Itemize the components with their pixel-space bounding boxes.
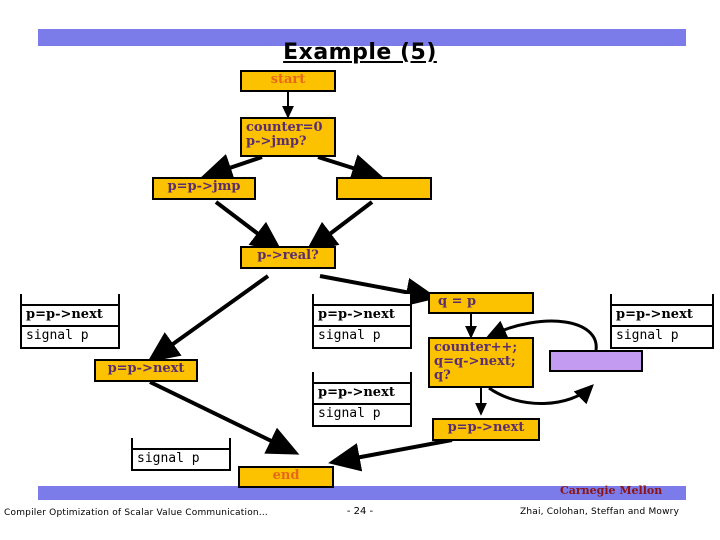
node-white-mid-1[interactable]: p=p->next signal p	[312, 294, 412, 349]
node-counter-init-line2: p->jmp?	[246, 134, 307, 150]
node-p-real[interactable]: p->real?	[240, 246, 336, 269]
footer-paper-title: Compiler Optimization of Scalar Value Co…	[4, 508, 269, 518]
node-counter-loop-line2: q=q->next;	[434, 354, 516, 370]
node-lavender-empty[interactable]	[549, 350, 643, 372]
node-gold-next-left[interactable]: p=p->next	[94, 359, 198, 382]
node-white-right-row2: signal p	[612, 325, 712, 349]
node-counter-init[interactable]: counter=0 p->jmp?	[240, 117, 336, 157]
node-white-bottom-row1: signal p	[133, 448, 229, 472]
node-white-mid-1-row1: p=p->next	[314, 304, 410, 325]
page-title: Example (5)	[283, 40, 437, 65]
node-empty-gold-top[interactable]	[336, 177, 432, 200]
node-white-left-row2: signal p	[22, 325, 118, 349]
openbox-gap	[133, 438, 229, 448]
node-white-left-row1: p=p->next	[22, 304, 118, 325]
page-number: - 24 -	[346, 506, 374, 517]
node-white-mid-2-row2: signal p	[314, 403, 410, 427]
node-white-mid-2[interactable]: p=p->next signal p	[312, 372, 412, 427]
node-counter-loop[interactable]: counter++; q=q->next; q?	[428, 337, 534, 388]
node-end[interactable]: end	[238, 466, 334, 488]
node-white-right[interactable]: p=p->next signal p	[610, 294, 714, 349]
logo-accent-block	[648, 486, 686, 500]
openbox-gap	[314, 294, 410, 304]
top-accent-bar	[38, 29, 686, 46]
node-white-mid-2-row1: p=p->next	[314, 382, 410, 403]
node-start[interactable]: start	[240, 70, 336, 92]
node-counter-init-line1: counter=0	[246, 120, 323, 135]
node-counter-loop-line3: q?	[434, 368, 451, 384]
node-white-mid-1-row2: signal p	[314, 325, 410, 349]
node-white-left[interactable]: p=p->next signal p	[20, 294, 120, 349]
node-p-eq-jmp[interactable]: p=p->jmp	[152, 177, 256, 200]
node-counter-loop-line1: counter++;	[434, 340, 518, 355]
openbox-gap	[22, 294, 118, 304]
bottom-accent-bar	[38, 486, 686, 500]
institution-logo: Carnegie Mellon	[560, 484, 663, 497]
openbox-gap	[612, 294, 712, 304]
node-white-bottom[interactable]: signal p	[131, 438, 231, 472]
node-white-right-row1: p=p->next	[612, 304, 712, 325]
node-q-eq-p[interactable]: q = p	[428, 292, 534, 314]
openbox-gap	[314, 372, 410, 382]
footer-authors: Zhai, Colohan, Steffan and Mowry	[520, 507, 680, 517]
node-gold-next-q[interactable]: p=p->next	[432, 418, 540, 441]
